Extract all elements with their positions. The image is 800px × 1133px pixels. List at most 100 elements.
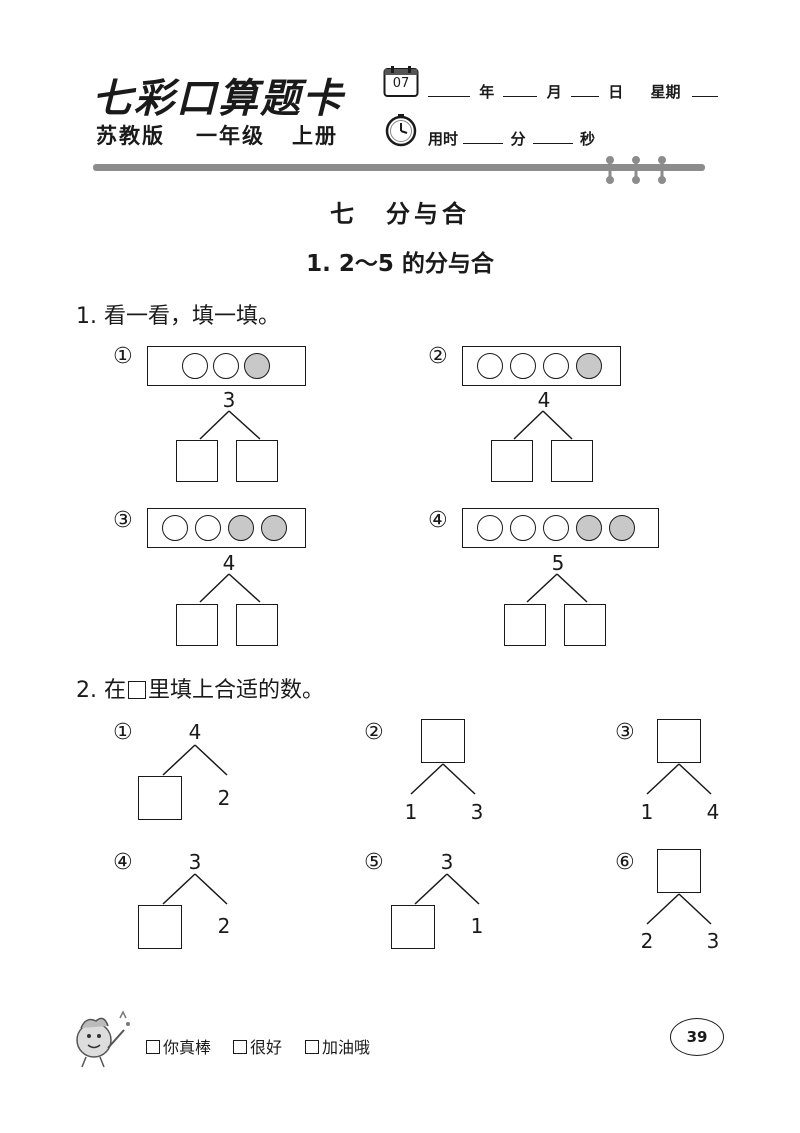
q2-item-2-split-lines bbox=[410, 763, 476, 795]
q2-item-5-mark: ⑤ bbox=[364, 850, 384, 875]
white-bead bbox=[477, 353, 503, 379]
clock-icon bbox=[384, 114, 418, 148]
minutes-label: 分 bbox=[510, 130, 526, 148]
q2-item-2-right: 3 bbox=[470, 800, 484, 824]
year-blank[interactable] bbox=[428, 82, 470, 97]
checkbox-icon[interactable] bbox=[146, 1040, 160, 1054]
q2-item-3-left: 1 bbox=[640, 800, 654, 824]
year-label: 年 bbox=[479, 83, 495, 101]
white-bead bbox=[477, 515, 503, 541]
rating-option-keep-going[interactable]: 加油哦 bbox=[305, 1034, 370, 1058]
q2-item-3-right: 4 bbox=[706, 800, 720, 824]
checkbox-icon[interactable] bbox=[305, 1040, 319, 1054]
rating-option-great[interactable]: 你真棒 bbox=[146, 1034, 211, 1058]
white-bead bbox=[162, 515, 188, 541]
white-bead bbox=[195, 515, 221, 541]
section-title: 1. 2～5 的分与合 bbox=[306, 251, 494, 277]
q2-item-1-top: 4 bbox=[188, 720, 202, 744]
q1-item-3-split-lines bbox=[199, 573, 261, 603]
q2-item-5-answer[interactable] bbox=[391, 905, 435, 949]
time-label: 用时 bbox=[428, 130, 459, 148]
seconds-label: 秒 bbox=[579, 130, 595, 148]
q2-item-1-split-lines bbox=[162, 744, 228, 776]
q1-prompt: 1. 看一看，填一填。 bbox=[76, 304, 280, 329]
white-bead bbox=[510, 515, 536, 541]
rating-option-good[interactable]: 很好 bbox=[233, 1034, 282, 1058]
date-line: 年 月 日 星期 bbox=[428, 81, 718, 102]
gray-bead bbox=[576, 353, 602, 379]
q2-item-2-left: 1 bbox=[404, 800, 418, 824]
q2-item-1-mark: ① bbox=[113, 720, 133, 745]
rating-good-label: 很好 bbox=[250, 1038, 283, 1057]
q1-item-3-answer-left[interactable] bbox=[176, 604, 218, 646]
q2-item-5-right: 1 bbox=[470, 914, 484, 938]
gray-bead bbox=[261, 515, 287, 541]
month-blank[interactable] bbox=[503, 82, 538, 97]
day-blank[interactable] bbox=[570, 82, 599, 97]
month-label: 月 bbox=[546, 83, 562, 101]
minutes-blank[interactable] bbox=[463, 129, 504, 144]
q1-item-1-total: 3 bbox=[222, 388, 236, 412]
q2-item-6-answer[interactable] bbox=[657, 849, 701, 893]
q1-item-1-mark: ① bbox=[113, 344, 133, 369]
checkbox-icon[interactable] bbox=[233, 1040, 247, 1054]
q1-item-3-bead-frame bbox=[147, 508, 306, 548]
q1-item-3-answer-right[interactable] bbox=[236, 604, 278, 646]
q1-item-4-split-lines bbox=[526, 573, 588, 603]
white-bead bbox=[543, 515, 569, 541]
q1-item-3-mark: ③ bbox=[113, 508, 133, 533]
q1-item-4-answer-right[interactable] bbox=[564, 604, 606, 646]
q2-item-1-answer[interactable] bbox=[138, 776, 182, 820]
white-bead bbox=[182, 353, 208, 379]
q2-item-3-split-lines bbox=[646, 763, 712, 795]
q1-item-4-answer-left[interactable] bbox=[504, 604, 546, 646]
q1-item-1-answer-right[interactable] bbox=[236, 440, 278, 482]
q2-item-3-mark: ③ bbox=[615, 720, 635, 745]
header-divider bbox=[93, 164, 705, 171]
weekday-blank[interactable] bbox=[691, 82, 718, 97]
q1-item-3-total: 4 bbox=[222, 551, 236, 575]
q1-item-1-answer-left[interactable] bbox=[176, 440, 218, 482]
calendar-icon: 07 bbox=[383, 66, 419, 98]
q2-item-4-top: 3 bbox=[188, 850, 202, 874]
square-icon bbox=[127, 681, 146, 699]
q1-item-4-mark: ④ bbox=[428, 508, 448, 533]
q2-item-3-answer[interactable] bbox=[657, 719, 701, 763]
q2-item-2-answer[interactable] bbox=[421, 719, 465, 763]
q1-item-2-total: 4 bbox=[537, 388, 551, 412]
seconds-blank[interactable] bbox=[532, 129, 573, 144]
brand-title: 七彩口算题卡 bbox=[92, 76, 344, 122]
mascot-icon bbox=[68, 1004, 138, 1070]
chapter-title: 七 分与合 bbox=[330, 200, 470, 228]
grade-label: 一年级 bbox=[196, 124, 265, 148]
q2-item-6-right: 3 bbox=[706, 929, 720, 953]
q1-item-2-answer-left[interactable] bbox=[491, 440, 533, 482]
q2-item-6-mark: ⑥ bbox=[615, 850, 635, 875]
white-bead bbox=[543, 353, 569, 379]
q2-item-4-answer[interactable] bbox=[138, 905, 182, 949]
q2-prompt-end: 里填上合适的数。 bbox=[147, 678, 324, 703]
white-bead bbox=[510, 353, 536, 379]
q2-item-2-mark: ② bbox=[364, 720, 384, 745]
q1-item-2-mark: ② bbox=[428, 344, 448, 369]
gray-bead bbox=[228, 515, 254, 541]
day-label: 日 bbox=[608, 83, 624, 101]
q1-item-4-total: 5 bbox=[551, 551, 565, 575]
gray-bead bbox=[609, 515, 635, 541]
binder-clips bbox=[600, 156, 676, 184]
gray-bead bbox=[244, 353, 270, 379]
q2-item-4-mark: ④ bbox=[113, 850, 133, 875]
q2-prompt: 2. 在里填上合适的数。 bbox=[76, 672, 324, 704]
q2-item-4-split-lines bbox=[162, 873, 228, 905]
q1-item-2-answer-right[interactable] bbox=[551, 440, 593, 482]
q1-item-1-bead-frame bbox=[147, 346, 306, 386]
white-bead bbox=[213, 353, 239, 379]
q1-item-1-split-lines bbox=[199, 410, 261, 440]
rating-keep-going-label: 加油哦 bbox=[322, 1038, 371, 1057]
gray-bead bbox=[576, 515, 602, 541]
calendar-day: 07 bbox=[392, 76, 410, 91]
page-number: 39 bbox=[670, 1018, 724, 1056]
q2-prompt-start: 2. 在 bbox=[76, 678, 126, 703]
edition-label: 苏教版 bbox=[96, 124, 165, 148]
q1-item-2-bead-frame bbox=[462, 346, 621, 386]
